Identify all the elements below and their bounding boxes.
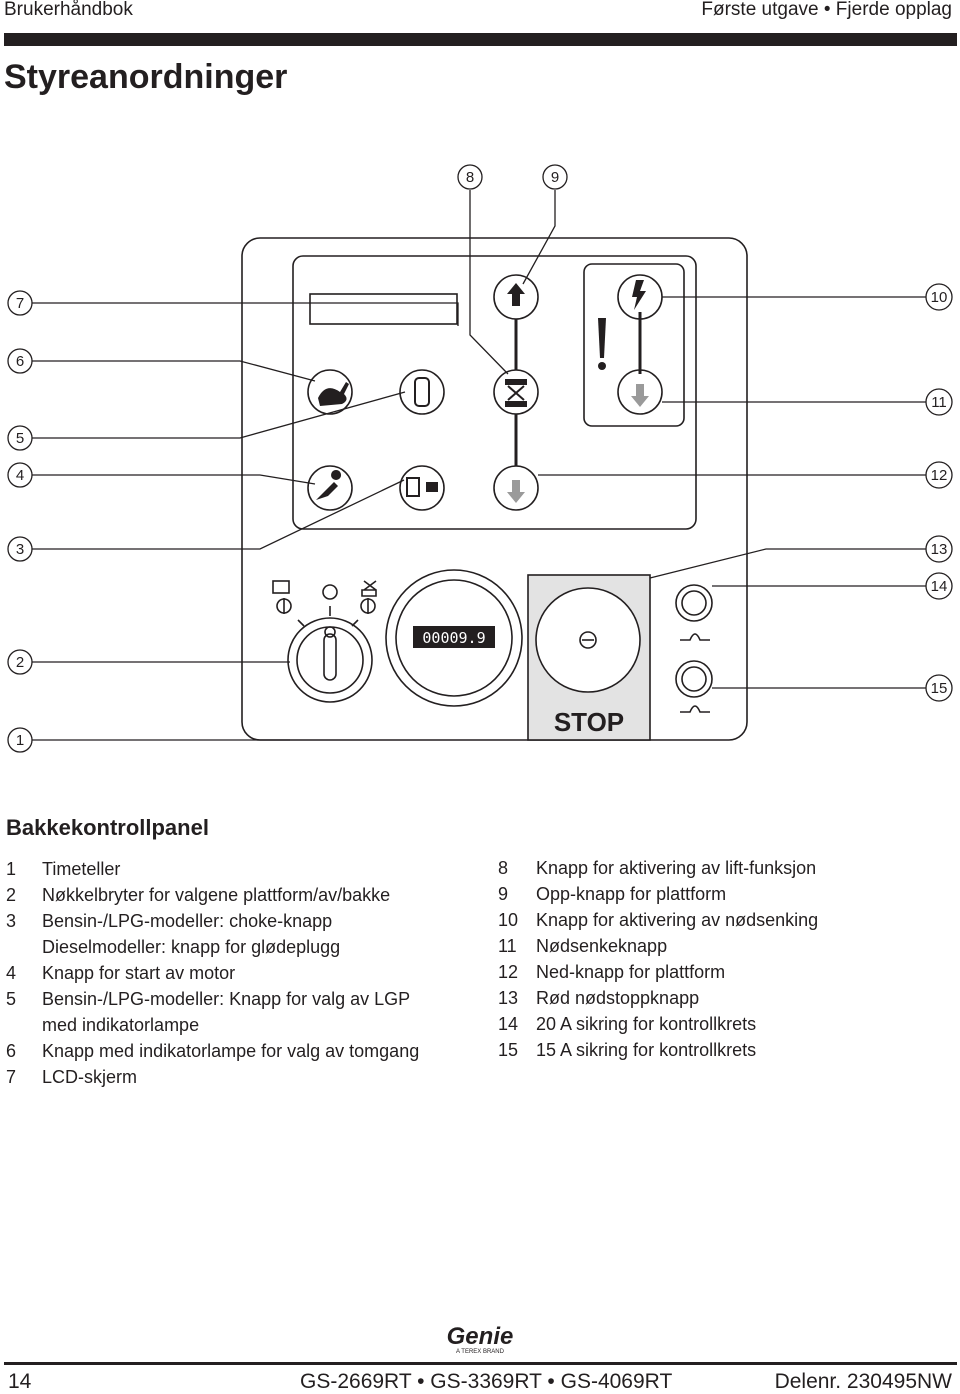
model-list: GS-2669RT • GS-3369RT • GS-4069RT bbox=[300, 1370, 673, 1393]
callout-15: 15 bbox=[925, 674, 953, 702]
callout-1: 1 bbox=[7, 727, 33, 753]
svg-text:A TEREX BRAND: A TEREX BRAND bbox=[456, 1349, 505, 1355]
lpg-select-button bbox=[399, 369, 445, 415]
svg-text:2: 2 bbox=[16, 654, 24, 671]
hour-meter-bezel bbox=[385, 569, 523, 707]
panel-outline bbox=[241, 237, 748, 741]
emergency-lower-button bbox=[617, 369, 663, 415]
callout-9: 9 bbox=[542, 164, 568, 190]
svg-text:Genie: Genie bbox=[447, 1323, 514, 1350]
stop-label: STOP bbox=[554, 707, 624, 737]
edition-label: Første utgave • Fjerde opplag bbox=[701, 0, 952, 20]
svg-text:15: 15 bbox=[931, 680, 948, 697]
fuse-symbol-icon bbox=[680, 633, 710, 641]
footer-rule bbox=[4, 1362, 957, 1365]
svg-text:10: 10 bbox=[931, 289, 948, 306]
genie-logo: Genie A TEREX BRAND bbox=[447, 1323, 514, 1355]
idle-select-button bbox=[307, 369, 353, 415]
glow-plug-icon bbox=[426, 482, 438, 492]
control-panel-diagram: 00009.9 STOP 1 2 3 4 5 6 7 8 9 10 11 12 … bbox=[7, 164, 953, 753]
engine-start-button bbox=[307, 465, 353, 511]
emergency-lowering-box bbox=[583, 263, 685, 427]
callout-4: 4 bbox=[7, 462, 33, 488]
callout-12: 12 bbox=[925, 461, 953, 489]
svg-text:4: 4 bbox=[16, 467, 24, 484]
svg-text:9: 9 bbox=[551, 169, 559, 186]
svg-text:11: 11 bbox=[931, 394, 947, 411]
callout-14: 14 bbox=[925, 572, 953, 600]
key-switch-bezel bbox=[287, 617, 373, 703]
svg-text:14: 14 bbox=[931, 578, 948, 595]
warning-exclamation-icon bbox=[598, 318, 606, 358]
header-rule bbox=[4, 33, 957, 46]
arrow-down-icon bbox=[507, 480, 525, 503]
callout-5: 5 bbox=[7, 425, 33, 451]
hour-meter-readout: 00009.9 bbox=[422, 629, 485, 647]
svg-text:7: 7 bbox=[16, 295, 24, 312]
part-number: Delenr. 230495NW bbox=[774, 1370, 952, 1393]
callout-2: 2 bbox=[7, 649, 33, 675]
callout-6: 6 bbox=[7, 348, 33, 374]
callout-7: 7 bbox=[7, 290, 33, 316]
panel-upper-area bbox=[292, 255, 697, 530]
page-title: Styreanordninger bbox=[4, 58, 288, 96]
callout-8: 8 bbox=[457, 164, 483, 190]
fuse-symbol-icon bbox=[680, 705, 710, 713]
choke-icon bbox=[406, 477, 420, 497]
svg-text:13: 13 bbox=[931, 541, 948, 558]
svg-text:3: 3 bbox=[16, 541, 24, 558]
page-number: 14 bbox=[8, 1370, 32, 1393]
svg-text:6: 6 bbox=[16, 353, 24, 370]
lightning-icon bbox=[632, 280, 646, 310]
rabbit-icon bbox=[318, 382, 349, 406]
arrow-up-icon bbox=[507, 283, 525, 306]
scissor-lift-icon bbox=[505, 379, 527, 407]
lpg-tank-icon bbox=[414, 377, 430, 407]
callout-3: 3 bbox=[7, 536, 33, 562]
choke-button bbox=[399, 465, 445, 511]
manual-title: Brukerhåndbok bbox=[4, 0, 133, 20]
arrow-down-icon bbox=[631, 384, 649, 407]
fuse-15a bbox=[675, 660, 713, 698]
callout-11: 11 bbox=[925, 388, 953, 416]
svg-text:8: 8 bbox=[466, 169, 474, 186]
key-icon bbox=[316, 470, 342, 500]
svg-text:1: 1 bbox=[16, 732, 24, 749]
callout-13: 13 bbox=[925, 535, 953, 563]
fuse-20a bbox=[675, 584, 713, 622]
svg-text:5: 5 bbox=[16, 430, 24, 447]
lcd-screen bbox=[309, 293, 458, 325]
section-title: Bakkekontrollpanel bbox=[6, 815, 209, 840]
svg-text:12: 12 bbox=[931, 467, 948, 484]
callout-10: 10 bbox=[925, 283, 953, 311]
